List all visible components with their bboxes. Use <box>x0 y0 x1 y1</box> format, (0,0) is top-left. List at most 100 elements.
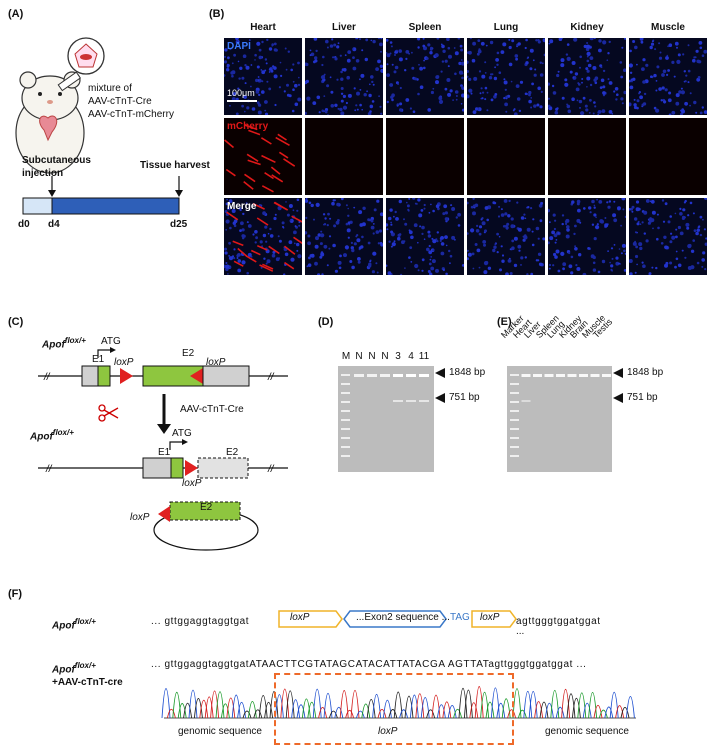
band-1848 <box>533 374 542 377</box>
svg-text://: // <box>267 464 275 475</box>
gel-d-band2: 751 bp <box>449 392 480 403</box>
band-1848 <box>393 374 403 377</box>
arrow-751-icon <box>613 393 623 403</box>
exon-text: ...Exon2 sequence ... <box>356 612 450 623</box>
chromatogram-peak <box>621 707 629 718</box>
gel-e-band2: 751 bp <box>627 392 658 403</box>
chromatogram-peak <box>259 695 267 718</box>
gel-d-arrows <box>434 368 448 408</box>
band-1848 <box>354 374 364 377</box>
timeline <box>0 170 215 220</box>
seq1-exon: ...Exon2 sequence ...TAG <box>356 612 470 623</box>
mixture-line-3: AAV-cTnT-mCherry <box>88 108 174 121</box>
svg-text://: // <box>43 372 51 383</box>
arrow-1848-icon <box>613 368 623 378</box>
scissors-icon <box>99 405 118 421</box>
marker-band <box>341 401 350 403</box>
marker-band <box>510 401 519 403</box>
f-allele-name: Apof <box>52 620 75 631</box>
micrograph-dapi-heart: DAPI 100μm <box>224 38 302 115</box>
gel-d-lane-0: M <box>340 351 352 362</box>
marker-band <box>341 410 350 412</box>
band-1848 <box>380 374 390 377</box>
micrograph-dapi-muscle <box>629 38 707 115</box>
marker-band <box>510 437 519 439</box>
micrograph-mcherry-spleen <box>386 118 464 195</box>
micrograph-merge-liver <box>305 198 383 275</box>
gel-d-lane-3: N <box>379 351 391 362</box>
chromatogram-peak <box>594 705 602 718</box>
band-1848 <box>568 374 577 377</box>
gel-e <box>507 366 612 472</box>
loxp-label-4: loxP <box>130 512 149 523</box>
gel-d <box>338 366 434 472</box>
band-751 <box>522 400 531 402</box>
band-1848 <box>602 374 611 377</box>
micrograph-mcherry-muscle <box>629 118 707 195</box>
chromatogram-peak <box>605 707 613 718</box>
genomic-label-right: genomic sequence <box>545 726 629 737</box>
seq2-left: ... gttggaggtaggtgat <box>151 659 249 670</box>
band-751 <box>419 400 429 402</box>
seq1-loxp-1: loxP <box>290 612 309 623</box>
micrograph-dapi-spleen <box>386 38 464 115</box>
chromatogram-peak <box>167 709 175 718</box>
column-header-liver: Liver <box>305 22 383 33</box>
construct-diagram: // // // // <box>0 330 300 590</box>
band-1848 <box>367 374 377 377</box>
cre-label: AAV-cTnT-Cre <box>180 404 244 415</box>
allele-label-2: Apofflox/+ <box>30 428 74 442</box>
arrow-1848-icon <box>435 368 445 378</box>
panel-b-label: (B) <box>209 8 224 20</box>
seq1-loxp-2: loxP <box>480 612 499 623</box>
mixture-text: mixture of AAV-cTnT-Cre AAV-cTnT-mCherry <box>88 82 174 121</box>
scale-bar <box>227 100 257 102</box>
column-header-heart: Heart <box>224 22 302 33</box>
svg-text://: // <box>45 464 53 475</box>
marker-band <box>341 383 350 385</box>
panel-c-label: (C) <box>8 316 23 328</box>
marker-band <box>341 455 350 457</box>
marker-band <box>510 392 519 394</box>
allele-name-2: Apof <box>30 431 53 442</box>
band-1848 <box>545 374 554 377</box>
micrograph-merge-lung <box>467 198 545 275</box>
gel-d-lane-4: 3 <box>392 351 404 362</box>
tag-text: TAG <box>450 612 470 623</box>
chromatogram-peak <box>578 693 586 718</box>
chromatogram-peak <box>232 695 240 718</box>
chromatogram-peak <box>551 690 559 718</box>
chromatogram-peak <box>216 692 224 718</box>
band-1848 <box>419 374 429 377</box>
marker-band <box>510 374 519 376</box>
chromatogram-peak <box>518 710 526 718</box>
loxp-label-3: loxP <box>182 478 201 489</box>
day-d25: d25 <box>170 219 187 230</box>
row-label-mcherry: mCherry <box>227 121 268 132</box>
chromatogram-peak <box>626 696 634 718</box>
micrograph-dapi-lung <box>467 38 545 115</box>
micrograph-mcherry-heart: mCherry <box>224 118 302 195</box>
e2-label-3: E2 <box>200 502 212 513</box>
scale-bar-label: 100μm <box>227 88 255 98</box>
micrograph-merge-muscle <box>629 198 707 275</box>
day-d4: d4 <box>48 219 60 230</box>
row-label-dapi: DAPI <box>227 41 251 52</box>
genomic-label-left: genomic sequence <box>178 726 262 737</box>
gel-d-lane-2: N <box>366 351 378 362</box>
arrow-751-icon <box>435 393 445 403</box>
column-header-muscle: Muscle <box>629 22 707 33</box>
micrograph-mcherry-kidney <box>548 118 626 195</box>
column-header-spleen: Spleen <box>386 22 464 33</box>
marker-band <box>341 428 350 430</box>
gel-d-band1: 1848 bp <box>449 367 485 378</box>
chromatogram-peak <box>529 691 537 718</box>
f-allele-sup: flox/+ <box>75 617 96 626</box>
band-1848 <box>556 374 565 377</box>
band-1848 <box>522 374 531 377</box>
seq1-dots: ... <box>516 626 524 637</box>
gel-d-lane-6: 11 <box>418 351 430 362</box>
marker-band <box>510 383 519 385</box>
loxp-label-2: loxP <box>206 357 225 368</box>
band-751 <box>393 400 403 402</box>
